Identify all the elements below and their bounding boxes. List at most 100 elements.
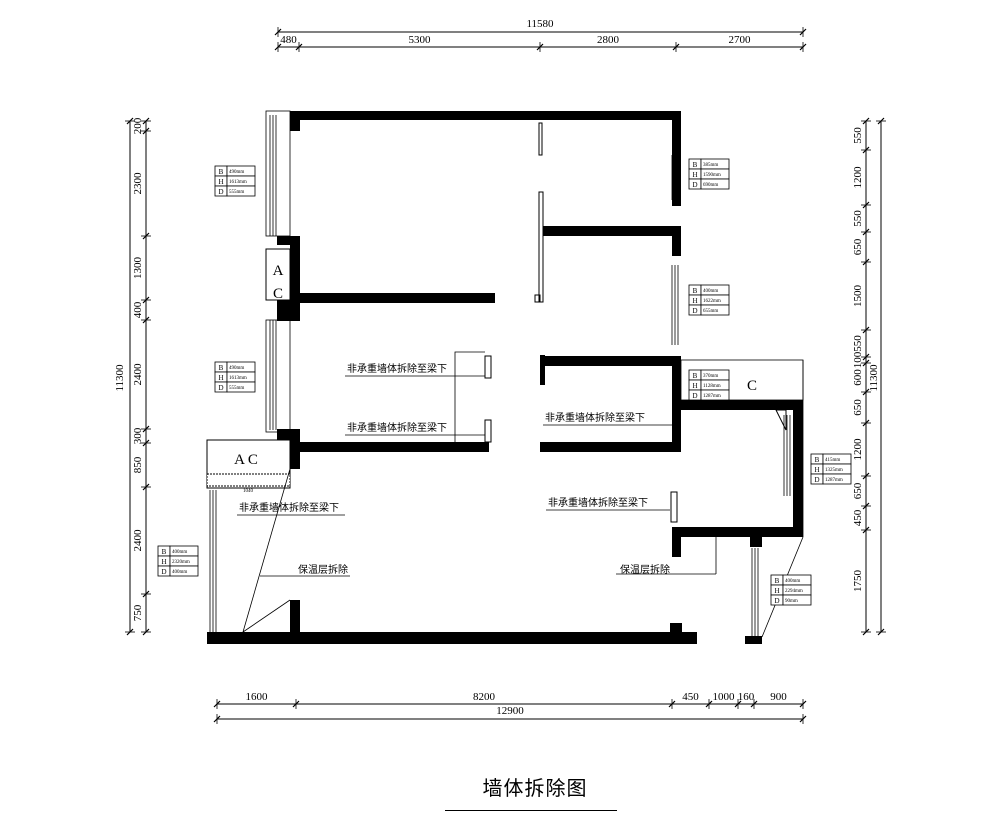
remove-insulation-note: 保温层拆除 bbox=[298, 563, 348, 576]
wall-segment bbox=[207, 632, 697, 644]
window-tag-value: 1287mm bbox=[703, 394, 721, 399]
window-tag-value-cell bbox=[700, 389, 730, 401]
left-dimension-label: 200 bbox=[132, 117, 144, 134]
right-dimension-label: 100 bbox=[852, 351, 864, 368]
top-dimension-label: 2700 bbox=[729, 34, 752, 46]
wall-segment bbox=[290, 429, 300, 469]
window-tag-value: 400mm bbox=[172, 570, 187, 575]
bottom-total-dimension-label: 12900 bbox=[496, 705, 524, 717]
window-tag-value: 90mm bbox=[785, 599, 798, 604]
window-tag-key: B bbox=[693, 287, 698, 295]
window-tag-key: D bbox=[218, 188, 223, 196]
wall-segment bbox=[540, 442, 681, 452]
wall-segment bbox=[290, 111, 300, 131]
window-tag-value-cell bbox=[169, 565, 199, 577]
wall-segment bbox=[750, 527, 762, 547]
drawing-title: 墙体拆除图 bbox=[482, 776, 588, 800]
left-dimension-label: 300 bbox=[132, 427, 144, 444]
window-tag-key: B bbox=[775, 577, 780, 585]
window-tag-value: 385mm bbox=[703, 163, 718, 168]
wall-segment bbox=[290, 293, 495, 303]
window-tag-key: D bbox=[814, 476, 819, 484]
window-tag-value-cell bbox=[700, 178, 730, 190]
window-tag-value: 1325mm bbox=[825, 468, 843, 473]
window-tag-key: H bbox=[692, 171, 697, 179]
window-tag-value-cell bbox=[700, 304, 730, 316]
window-tag-value: 1590mm bbox=[703, 173, 721, 178]
wall-segment bbox=[277, 429, 300, 440]
removed-wall-marker bbox=[670, 491, 678, 523]
right-dimension-label: 650 bbox=[852, 482, 864, 499]
window-tag-key: D bbox=[218, 384, 223, 392]
removed-wall-marker bbox=[484, 355, 492, 379]
window-tag-key: B bbox=[693, 161, 698, 169]
window-tag-key: D bbox=[692, 307, 697, 315]
window-tag-key: H bbox=[218, 374, 223, 382]
left-dimension-label: 2300 bbox=[132, 172, 144, 195]
wall-segment bbox=[299, 442, 489, 452]
wall-segment bbox=[543, 356, 681, 366]
left-dimension-label: 400 bbox=[132, 301, 144, 318]
window-tag-value: 400mm bbox=[785, 579, 800, 584]
right-dimension-label: 600 bbox=[852, 369, 864, 386]
top-dimension-label: 5300 bbox=[409, 34, 432, 46]
window-tag-key: H bbox=[692, 297, 697, 305]
window-tag-value: 490mm bbox=[229, 366, 244, 371]
wall-segment bbox=[290, 111, 681, 120]
wall-segment bbox=[672, 400, 803, 410]
window-tag-key: B bbox=[219, 168, 224, 176]
window-tag-value-cell bbox=[226, 381, 256, 393]
right-dimension-label: 1200 bbox=[852, 438, 864, 461]
right-dimension-label: 650 bbox=[852, 238, 864, 255]
window-tag-value: 1287mm bbox=[825, 478, 843, 483]
wall-segment bbox=[793, 400, 803, 537]
bottom-dimension-label: 450 bbox=[682, 691, 699, 703]
ac-unit-label-c: C bbox=[747, 378, 757, 394]
wall-segment bbox=[672, 527, 681, 557]
wall-segment bbox=[672, 356, 681, 432]
window-tag-key: B bbox=[815, 456, 820, 464]
right-dimension-label: 1500 bbox=[852, 285, 864, 308]
right-dimension-label: 1200 bbox=[852, 166, 864, 189]
right-dimension-label: 550 bbox=[852, 335, 864, 352]
ac-unit-label-c: C bbox=[273, 286, 283, 302]
bottom-dimension-label: 1000 bbox=[713, 691, 736, 703]
right-dimension-label: 450 bbox=[852, 509, 864, 526]
door-swing bbox=[775, 409, 787, 431]
wall-segment bbox=[670, 623, 682, 644]
window-tag-value: 555mm bbox=[229, 190, 244, 195]
window-tag-key: H bbox=[814, 466, 819, 474]
top-dimension-label: 480 bbox=[280, 34, 297, 46]
window-tag-value: 690mm bbox=[703, 183, 718, 188]
bay-window-frame bbox=[265, 319, 291, 433]
window-tag-key: H bbox=[692, 382, 697, 390]
bay-window-frame bbox=[265, 110, 291, 237]
right-dimension-label: 650 bbox=[852, 399, 864, 416]
window-tag-value-cell bbox=[226, 185, 256, 197]
wall-segment bbox=[672, 111, 681, 206]
window-tag-value: 1622mm bbox=[703, 299, 721, 304]
window-tag-key: B bbox=[162, 548, 167, 556]
window-tag-key: B bbox=[693, 372, 698, 380]
window-tag-key: H bbox=[218, 178, 223, 186]
remove-wall-note: 非承重墙体拆除至梁下 bbox=[239, 501, 339, 514]
window-tag-value: 655mm bbox=[703, 309, 718, 314]
window-tag-key: D bbox=[774, 597, 779, 605]
window-tag-key: H bbox=[774, 587, 779, 595]
ac-unit-label-a: A bbox=[273, 263, 284, 279]
left-dimension-label: 2400 bbox=[132, 363, 144, 386]
window-tag-value: 2320mm bbox=[172, 560, 190, 565]
right-dimension-label: 550 bbox=[852, 210, 864, 227]
window-tag-value-cell bbox=[822, 473, 852, 485]
window-tag-value: 1128mm bbox=[703, 384, 721, 389]
small-dimension-1040: 1040 bbox=[243, 489, 254, 494]
partition-stub bbox=[534, 294, 541, 303]
wall-segment bbox=[277, 236, 300, 245]
removed-wall-marker bbox=[484, 419, 492, 443]
window-tag-key: D bbox=[161, 568, 166, 576]
window-tag-value: 415mm bbox=[825, 458, 840, 463]
bottom-dimension-label: 1600 bbox=[246, 691, 269, 703]
partition-stub bbox=[538, 122, 543, 156]
window-tag-value: 1613mm bbox=[229, 180, 247, 185]
